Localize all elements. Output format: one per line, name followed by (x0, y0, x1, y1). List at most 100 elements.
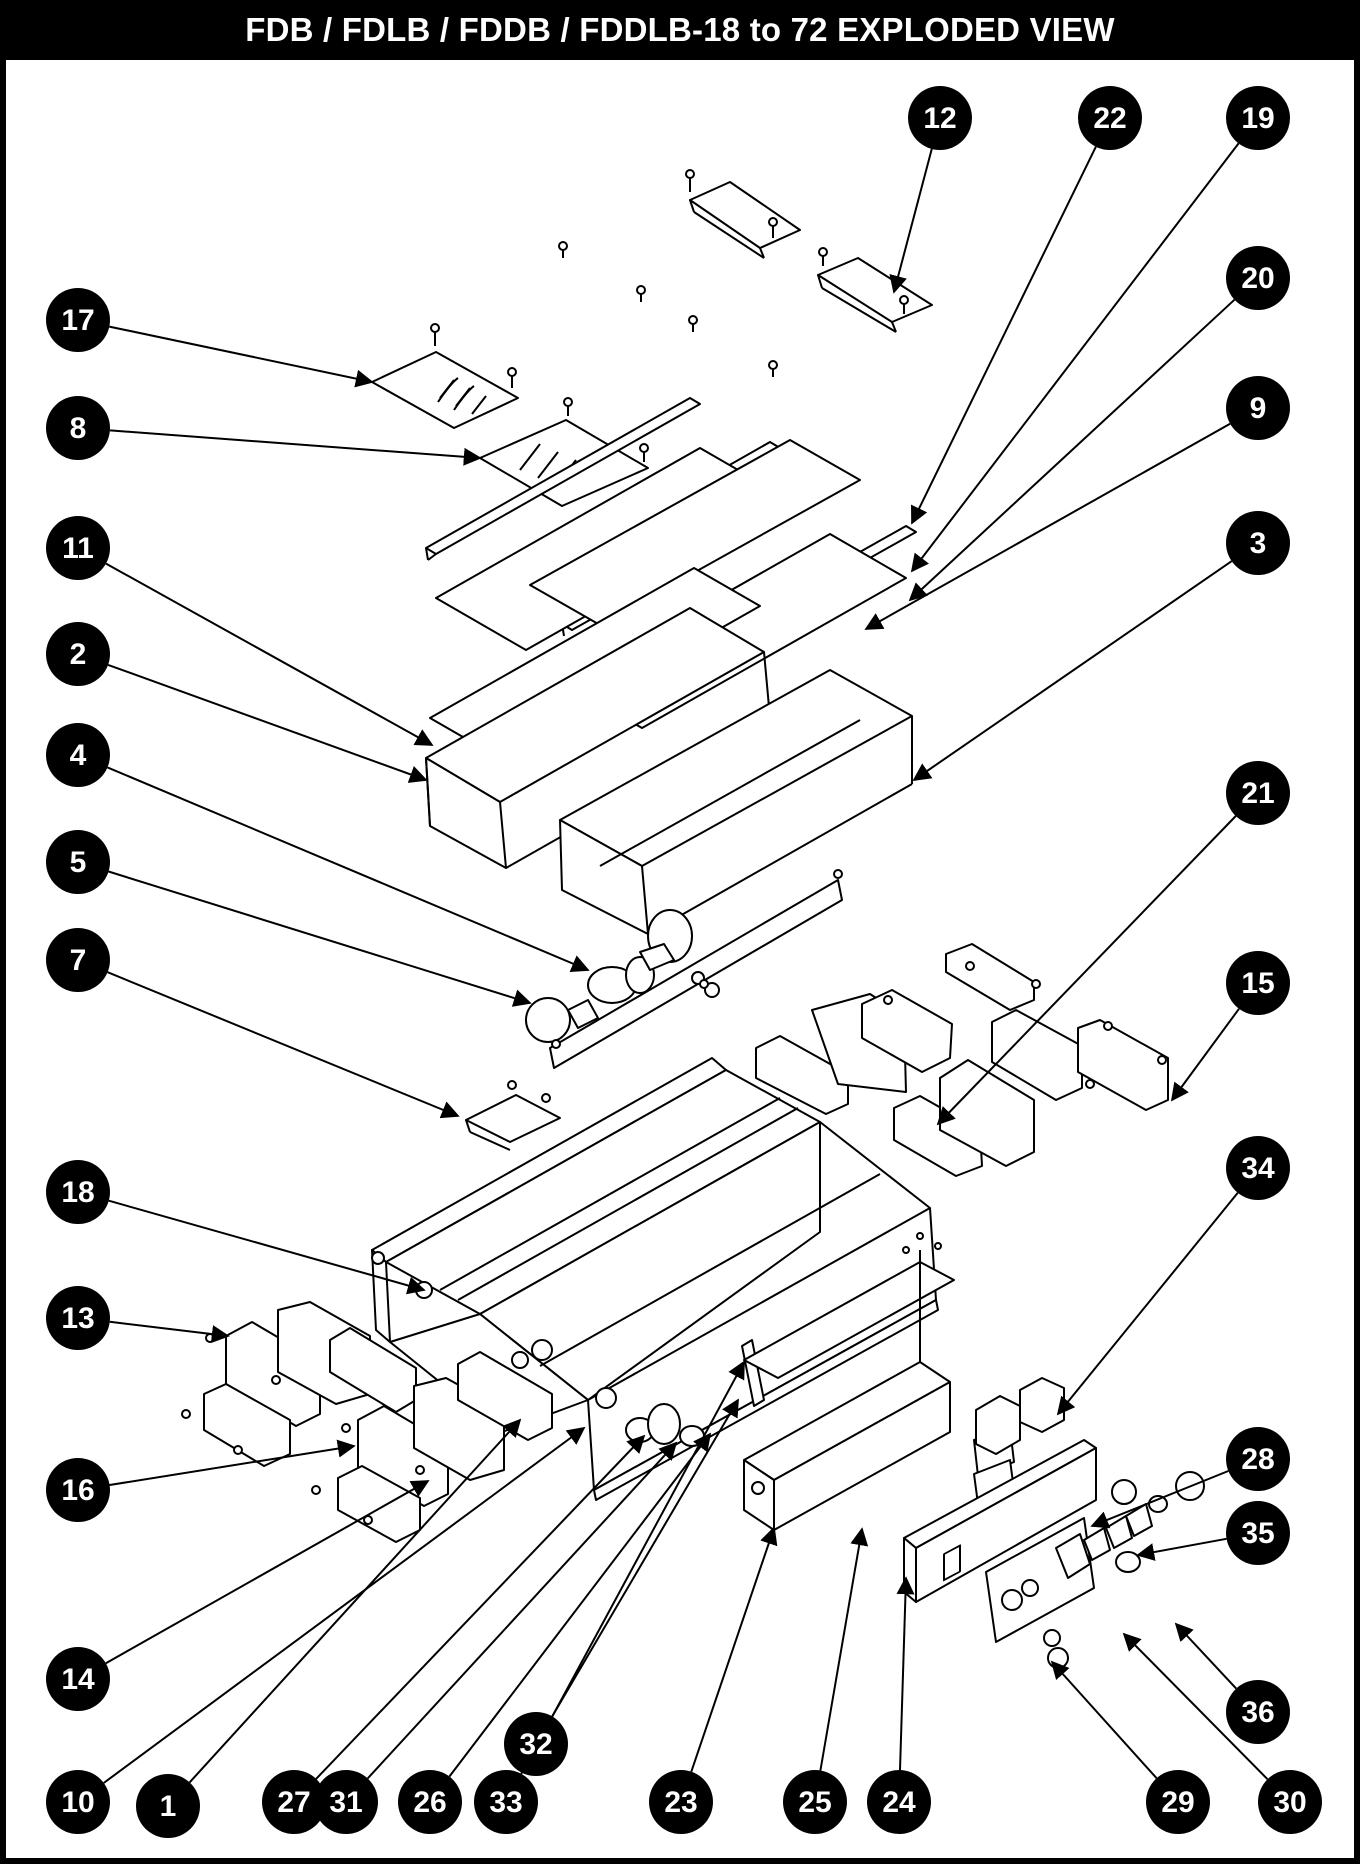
callout-number: 7 (70, 944, 87, 977)
callout-number: 12 (923, 102, 956, 135)
lamp-rail (549, 869, 843, 1069)
leader-line-28 (1090, 1470, 1229, 1529)
leader-line-18 (108, 1199, 426, 1295)
callout-15: 15 (1226, 951, 1290, 1015)
callout-12: 12 (908, 86, 972, 150)
page-title: FDB / FDLB / FDDB / FDDLB-18 to 72 EXPLO… (245, 11, 1115, 48)
callout-11: 11 (46, 516, 110, 580)
leader-line-16 (109, 1439, 356, 1486)
callout-number: 23 (664, 1786, 697, 1819)
leader-line-7 (107, 971, 460, 1119)
callout-circle (1258, 1770, 1322, 1834)
leader-line-13 (109, 1320, 230, 1344)
end-brackets-right (755, 943, 1169, 1177)
callout-number: 16 (61, 1474, 94, 1507)
callout-31: 31 (314, 1770, 378, 1834)
callout-number: 9 (1250, 392, 1267, 425)
leader-line-11 (105, 562, 434, 746)
callout-circle (262, 1770, 326, 1834)
terminal-and-switch (903, 1377, 1205, 1669)
leader-line-10 (103, 1426, 586, 1784)
callout-circle (1226, 86, 1290, 150)
callout-number: 5 (70, 846, 87, 879)
callout-number: 32 (519, 1728, 552, 1761)
junction-box (743, 1232, 955, 1531)
callout-circle (1146, 1770, 1210, 1834)
small-plate-7 (465, 1080, 561, 1151)
callout-24: 24 (867, 1770, 931, 1834)
leader-line-9 (864, 422, 1231, 630)
top-cover-right (817, 257, 933, 333)
conduit-fittings (625, 1339, 765, 1447)
trough-left (425, 607, 771, 869)
callout-number: 31 (329, 1786, 362, 1819)
callout-number: 30 (1273, 1786, 1306, 1819)
callout-circle (474, 1770, 538, 1834)
callout-circle (46, 723, 110, 787)
callout-7: 7 (46, 928, 110, 992)
callout-number: 29 (1161, 1786, 1194, 1819)
leader-line-23 (690, 1526, 778, 1773)
parts-drawing (181, 169, 1205, 1669)
callout-number: 1 (160, 1790, 177, 1823)
callout-9: 9 (1226, 376, 1290, 440)
callout-circle (1226, 1501, 1290, 1565)
leader-line-5 (108, 870, 532, 1007)
leader-line-2 (107, 663, 428, 783)
lamp-assembly (525, 909, 693, 1043)
callout-29: 29 (1146, 1770, 1210, 1834)
callout-number: 26 (413, 1786, 446, 1819)
leader-lines (103, 142, 1269, 1784)
callout-circle (1226, 1136, 1290, 1200)
leader-line-25 (819, 1527, 869, 1771)
leader-line-22 (911, 146, 1097, 525)
callout-number: 25 (798, 1786, 831, 1819)
callout-circle (504, 1712, 568, 1776)
callout-circle (314, 1770, 378, 1834)
callout-32: 32 (504, 1712, 568, 1776)
callout-20: 20 (1226, 246, 1290, 310)
callout-17: 17 (46, 288, 110, 352)
callout-circle (136, 1774, 200, 1838)
callout-number: 14 (61, 1663, 95, 1696)
callout-33: 33 (474, 1770, 538, 1834)
callout-21: 21 (1226, 761, 1290, 825)
callout-circle (46, 1647, 110, 1711)
callout-number: 15 (1241, 967, 1274, 1000)
callout-circle (46, 396, 110, 460)
callout-number: 17 (61, 304, 94, 337)
leader-line-1 (188, 1418, 522, 1784)
callout-4: 4 (46, 723, 110, 787)
callout-number: 4 (70, 739, 87, 772)
main-housing (371, 1057, 939, 1501)
callout-circle (1226, 761, 1290, 825)
callout-circle (46, 928, 110, 992)
callout-circle (46, 1160, 110, 1224)
callout-circle (1226, 246, 1290, 310)
top-cover-left (689, 181, 801, 259)
callout-circle (908, 86, 972, 150)
screws-top (430, 169, 909, 462)
leader-line-20 (908, 298, 1236, 602)
callout-circle (783, 1770, 847, 1834)
callout-circle (1226, 1680, 1290, 1744)
callout-34: 34 (1226, 1136, 1290, 1200)
callout-number: 34 (1241, 1152, 1275, 1185)
callout-number: 33 (489, 1786, 522, 1819)
callout-circle (867, 1770, 931, 1834)
louver-plate-17 (371, 351, 519, 429)
leader-line-26 (448, 1432, 712, 1778)
callout-number: 24 (882, 1786, 916, 1819)
callout-number: 10 (61, 1786, 94, 1819)
callout-circle (46, 1286, 110, 1350)
callout-number: 36 (1241, 1696, 1274, 1729)
callout-27: 27 (262, 1770, 326, 1834)
callout-30: 30 (1258, 1770, 1322, 1834)
leader-line-30 (1122, 1632, 1269, 1780)
callout-36: 36 (1226, 1680, 1290, 1744)
callout-number: 35 (1241, 1517, 1274, 1550)
leader-line-17 (109, 325, 374, 388)
leader-line-31 (366, 1441, 678, 1780)
leader-line-12 (889, 148, 933, 294)
